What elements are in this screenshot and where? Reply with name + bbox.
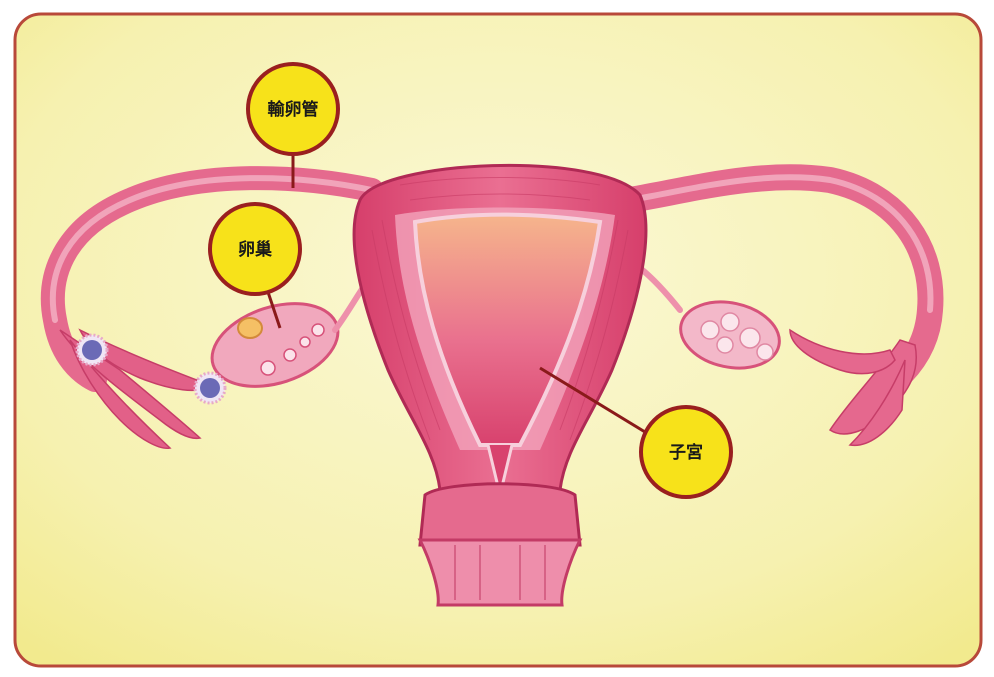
label-uterus: 子宮 (669, 442, 703, 463)
callout-uterus: 子宮 (641, 407, 731, 497)
ovum-1 (77, 335, 107, 365)
vagina (420, 540, 580, 605)
callout-ovary: 卵巢 (210, 204, 300, 294)
callout-fallopian-tube: 輸卵管 (248, 64, 338, 154)
label-ovary: 卵巢 (238, 239, 273, 260)
ovum-2 (195, 373, 225, 403)
cervix (420, 484, 580, 545)
label-fallopian-tube: 輸卵管 (268, 99, 319, 120)
